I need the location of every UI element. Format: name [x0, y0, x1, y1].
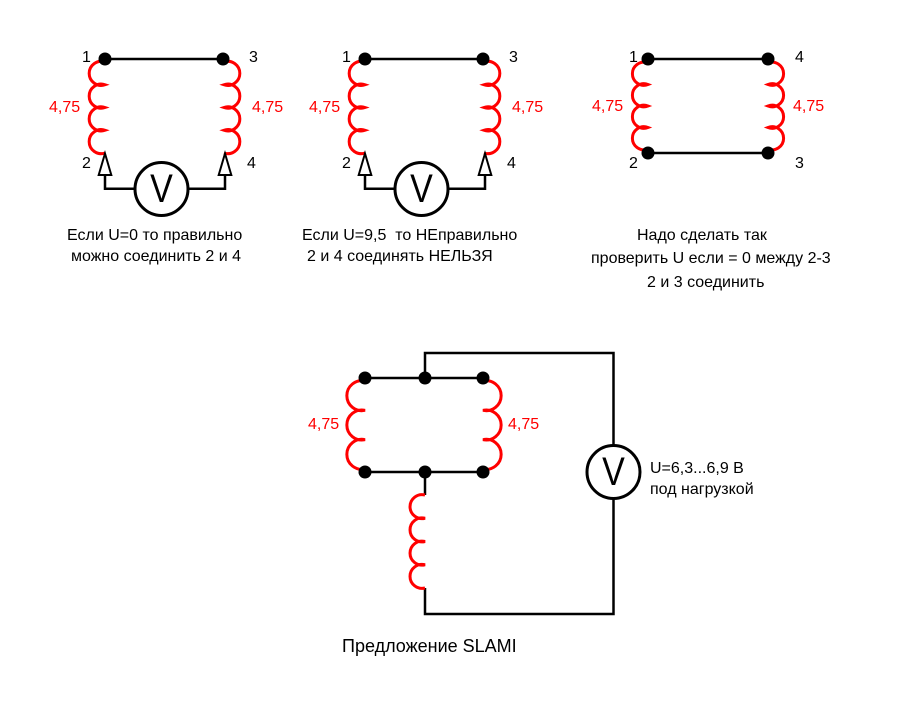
c4-terminal-dot: [358, 465, 372, 479]
c4-terminal-dot: [418, 371, 432, 385]
c4-bottom-coil: [408, 493, 426, 590]
c2-meter-lead-left: [363, 175, 396, 190]
c4-coil-value-right: 4,75: [508, 416, 540, 433]
c1-coil-value-right: 4,75: [252, 99, 284, 116]
c1-terminal-label-4: 4: [247, 155, 256, 172]
circuit2-graphics: [347, 52, 502, 217]
c2-terminal-dot-1: [358, 52, 372, 66]
c1-terminal-label-1: 1: [82, 49, 91, 66]
c1-voltmeter-symbol: V: [150, 166, 173, 211]
c1-meter-lead-right: [188, 175, 227, 190]
c1-voltmeter-icon: [133, 161, 190, 217]
c3-terminal-label-4: 4: [795, 49, 804, 66]
c1-probe-arrow-icon-left: [97, 149, 113, 176]
c2-right-coil: [479, 59, 502, 156]
circuit3-graphics: [630, 52, 786, 160]
c2-terminal-label-3: 3: [509, 49, 518, 66]
c3-coil-value-left: 4,75: [592, 98, 624, 115]
c2-caption-line1: Если U=9,5 то НЕправильно: [302, 227, 518, 244]
c4-terminal-dot: [476, 371, 490, 385]
c4-right-coil: [482, 379, 503, 471]
c2-left-coil: [347, 59, 370, 156]
c1-left-coil: [87, 59, 110, 156]
c2-terminal-label-1: 1: [342, 49, 351, 66]
c2-voltmeter-icon: [393, 161, 450, 217]
c3-terminal-dot-3: [761, 146, 775, 160]
c3-left-coil: [630, 60, 653, 152]
c3-caption-line2: проверить U если = 0 между 2-3: [591, 250, 831, 267]
c2-caption-line2: 2 и 4 соединять НЕЛЬЗЯ: [307, 248, 493, 265]
c1-caption-line2: можно соединить 2 и 4: [71, 248, 242, 265]
c3-coil-value-right: 4,75: [793, 98, 825, 115]
c2-terminal-label-4: 4: [507, 155, 516, 172]
c4-terminal-dot: [358, 371, 372, 385]
circuit1-graphics: [87, 52, 242, 217]
c2-coil-value-right: 4,75: [512, 99, 544, 116]
c4-top-link-wire: [423, 351, 615, 445]
c2-terminal-dot-3: [476, 52, 490, 66]
c2-voltmeter-symbol: V: [410, 166, 433, 211]
c4-coil-value-left: 4,75: [308, 416, 340, 433]
c4-caption: Предложение SLAMI: [342, 636, 517, 656]
c1-right-coil: [219, 59, 242, 156]
c4-voltmeter-icon: [585, 444, 642, 500]
c4-left-coil: [345, 379, 366, 471]
c1-terminal-dot-3: [216, 52, 230, 66]
c3-terminal-label-3: 3: [795, 155, 804, 172]
c4-bottom-link-wire: [423, 499, 615, 616]
c3-terminal-dot-4: [761, 52, 775, 66]
c3-terminal-label-1: 1: [629, 49, 638, 66]
c3-terminal-label-2: 2: [629, 155, 638, 172]
c2-meter-lead-right: [448, 175, 487, 190]
c3-terminal-dot-2: [641, 146, 655, 160]
circuit4-graphics: [345, 351, 642, 616]
c4-meter-label-line2: под нагрузкой: [650, 481, 754, 498]
c1-meter-lead-left: [103, 175, 136, 190]
c2-coil-value-left: 4,75: [309, 99, 341, 116]
c2-probe-arrow-icon-left: [357, 149, 373, 176]
c1-probe-arrow-icon-right: [217, 149, 233, 176]
c3-right-coil: [763, 60, 786, 152]
c4-terminal-dot: [418, 465, 432, 479]
c2-probe-arrow-icon-right: [477, 149, 493, 176]
c3-caption-line3: 2 и 3 соединить: [647, 274, 765, 291]
c2-terminal-label-2: 2: [342, 155, 351, 172]
c1-terminal-dot-1: [98, 52, 112, 66]
c3-terminal-dot-1: [641, 52, 655, 66]
c4-terminal-dot: [476, 465, 490, 479]
c1-terminal-label-2: 2: [82, 155, 91, 172]
c4-voltmeter-symbol: V: [602, 449, 625, 494]
c4-meter-label-line1: U=6,3...6,9 В: [650, 460, 744, 477]
c3-caption-line1: Надо сделать так: [637, 227, 767, 244]
c1-coil-value-left: 4,75: [49, 99, 81, 116]
c1-terminal-label-3: 3: [249, 49, 258, 66]
c1-caption-line1: Если U=0 то правильно: [67, 227, 243, 244]
